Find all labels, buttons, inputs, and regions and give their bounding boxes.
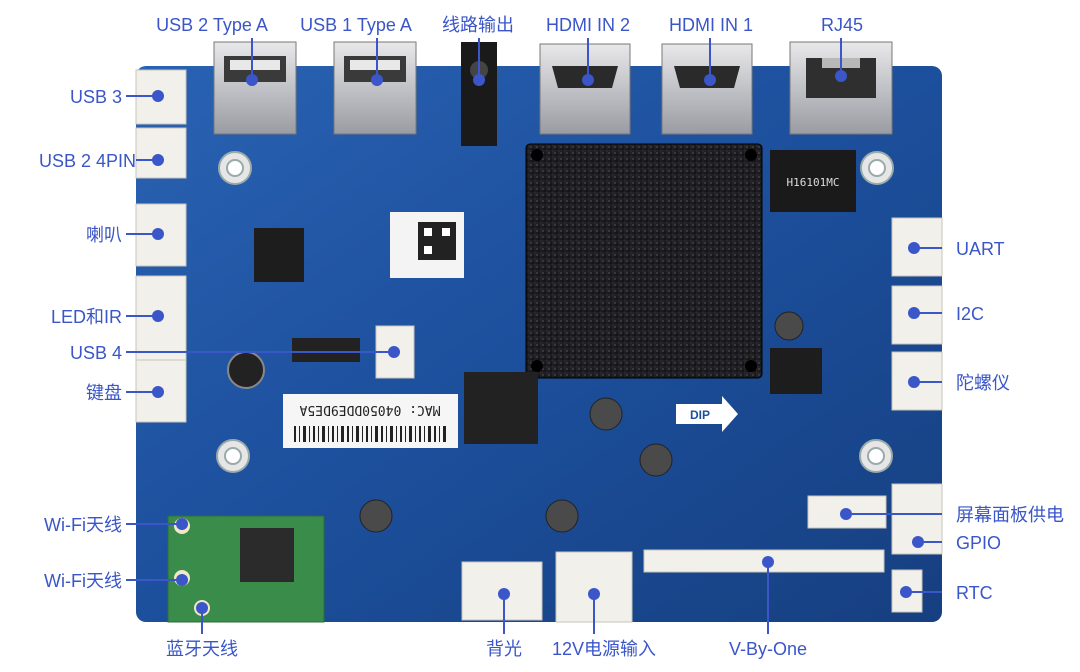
label-speaker: 喇叭 [86, 225, 122, 245]
label-usb2-4pin: USB 2 4PIN [38, 151, 136, 171]
mac-text: MAC: 04050DDE9DE5A [299, 402, 440, 417]
ic-marking: H16101MC [787, 176, 840, 189]
left-connectors [135, 69, 187, 423]
dip-arrow: DIP [676, 396, 738, 432]
label-wifi-antenna-1: Wi-Fi天线 [44, 515, 122, 535]
lan-transformer [770, 150, 856, 212]
ic-chip [770, 348, 822, 394]
label-panel-power: 屏幕面板供电 [956, 505, 1064, 525]
dip-label: DIP [690, 408, 710, 422]
inductors [359, 311, 804, 533]
ic-chip [254, 228, 304, 282]
ic-chip [464, 372, 538, 444]
label-hdmi-in-1: HDMI IN 1 [668, 15, 754, 35]
hdmi-in-1-port [661, 43, 753, 135]
label-rj45: RJ45 [820, 15, 864, 35]
usb2-type-a-port [213, 41, 297, 135]
label-rtc: RTC [956, 583, 993, 603]
label-uart: UART [956, 239, 1005, 259]
label-led-ir: LED和IR [50, 307, 122, 327]
capacitor [227, 351, 265, 389]
label-hdmi-in-2: HDMI IN 2 [545, 15, 631, 35]
label-gyroscope: 陀螺仪 [956, 373, 1010, 393]
label-usb2-type-a: USB 2 Type A [156, 15, 268, 35]
hdmi-in-2-port [539, 43, 631, 135]
usb1-type-a-port [333, 41, 417, 135]
label-keyboard: 键盘 [86, 383, 122, 403]
heatsink [525, 143, 763, 379]
label-v-by-one: V-By-One [728, 639, 808, 659]
mounting-holes [216, 151, 894, 473]
label-backlight: 背光 [486, 639, 522, 659]
leader-dots [152, 70, 924, 614]
label-wifi-antenna-2: Wi-Fi天线 [44, 571, 122, 591]
label-gpio: GPIO [956, 533, 1002, 553]
label-bt-antenna: 蓝牙天线 [166, 639, 238, 659]
label-usb1-type-a: USB 1 Type A [300, 15, 412, 35]
label-usb4: USB 4 [69, 343, 122, 363]
label-12v-power-in: 12V电源输入 [551, 639, 657, 659]
label-i2c: I2C [956, 304, 985, 324]
ic-chip [292, 338, 360, 362]
label-line-out: 线路输出 [442, 15, 514, 35]
mac-sticker: MAC: 04050DDE9DE5A [283, 394, 458, 448]
label-usb3: USB 3 [69, 87, 122, 107]
